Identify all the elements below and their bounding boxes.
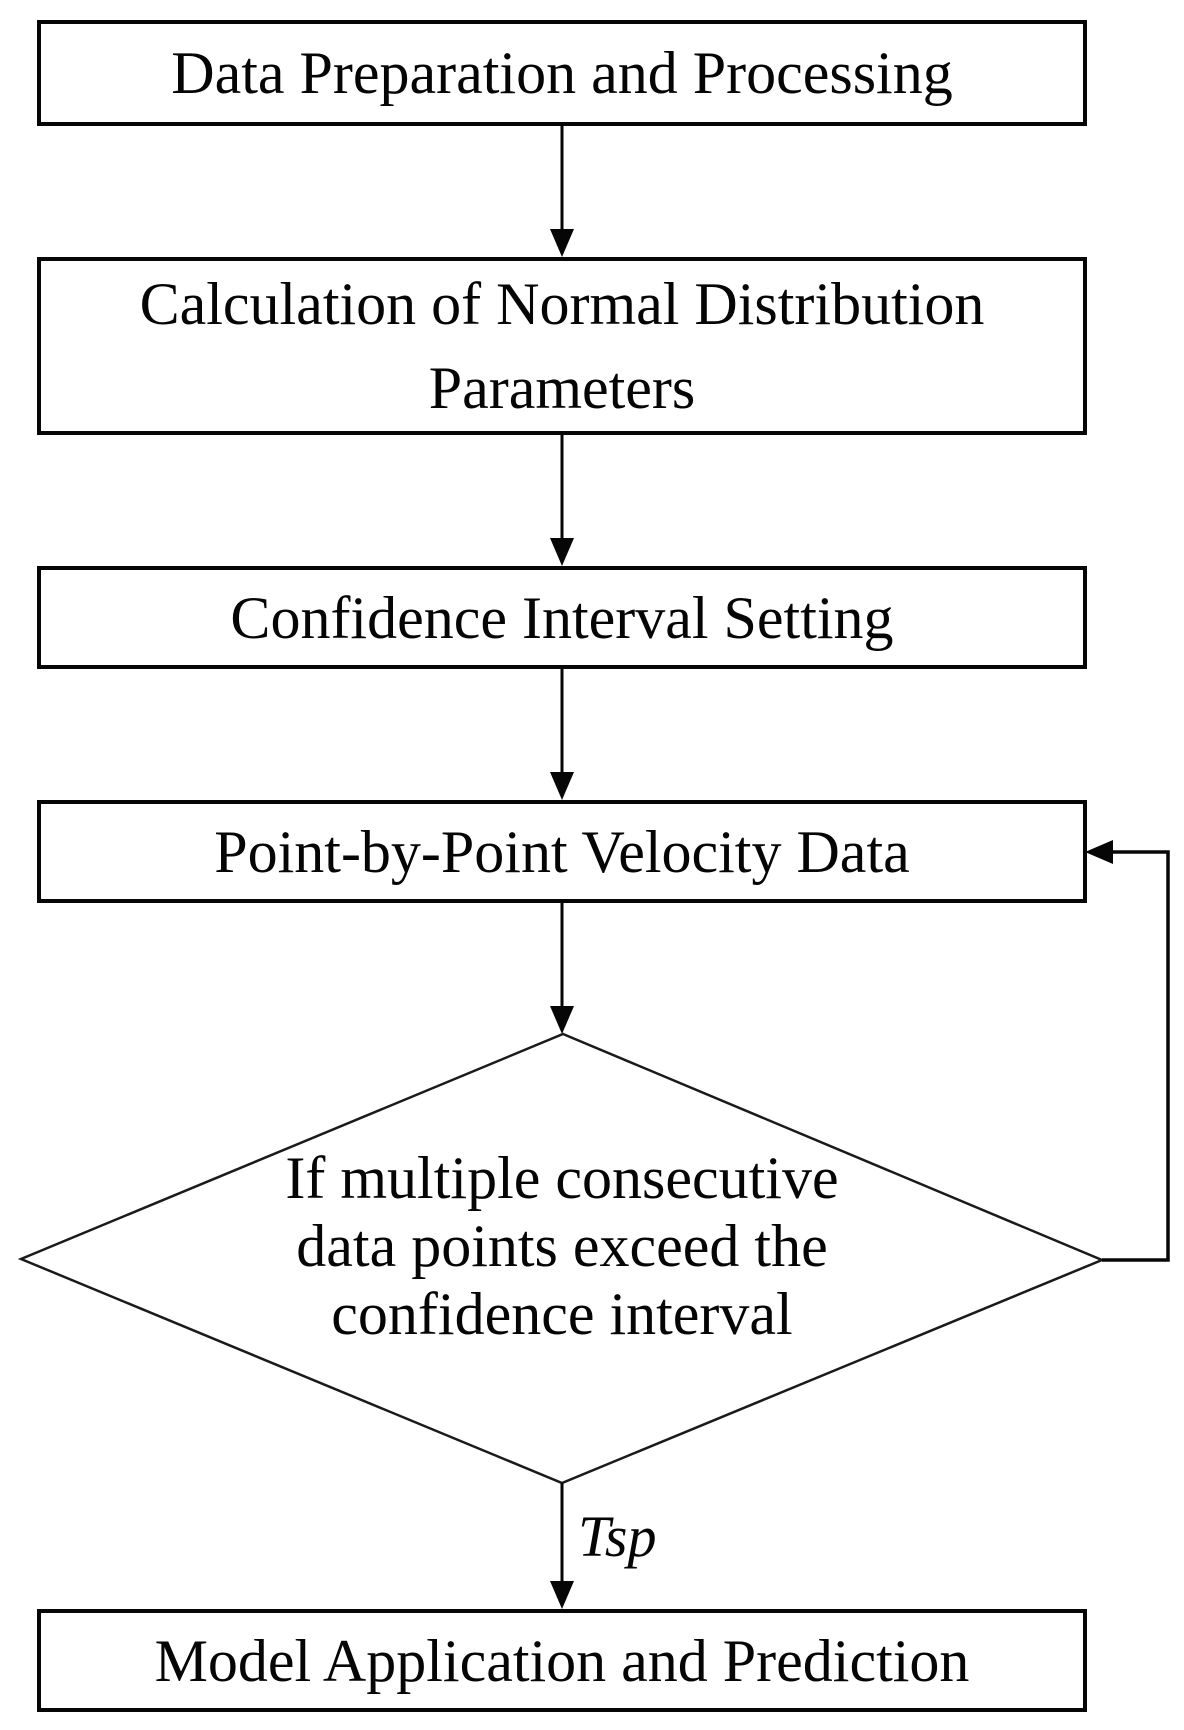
- arrowhead-down-icon: [550, 1006, 574, 1034]
- arrow-prep-to-calc: [550, 126, 574, 257]
- arrowhead-left-icon: [1085, 840, 1113, 864]
- node-label: Calculation of Normal Distribution Param…: [139, 271, 985, 421]
- arrow-confidence-to-velocity: [550, 669, 574, 800]
- node-label: Data Preparation and Processing: [171, 40, 953, 106]
- arrow-decision-to-model: [550, 1483, 574, 1609]
- arrowhead-down-icon: [550, 229, 574, 257]
- node-data-preparation: Data Preparation and Processing: [37, 20, 1087, 126]
- decision-diamond-label: If multiple consecutive data points exce…: [162, 1145, 962, 1348]
- decision-label-line: If multiple consecutive: [285, 1145, 839, 1211]
- arrowhead-down-icon: [550, 538, 574, 566]
- edge-label-tsp: Tsp: [578, 1504, 657, 1569]
- decision-label-line: data points exceed the: [296, 1212, 828, 1279]
- arrow-velocity-to-decision: [550, 903, 574, 1034]
- arrowhead-down-icon: [550, 772, 574, 800]
- decision-label-line: confidence interval: [331, 1280, 793, 1347]
- arrow-calc-to-confidence: [550, 435, 574, 566]
- node-confidence-interval-setting: Confidence Interval Setting: [37, 566, 1087, 669]
- node-label: Model Application and Prediction: [154, 1627, 970, 1694]
- node-point-by-point-velocity-data: Point-by-Point Velocity Data: [37, 800, 1087, 903]
- node-label: Point-by-Point Velocity Data: [214, 818, 910, 885]
- node-model-application-prediction: Model Application and Prediction: [37, 1609, 1087, 1712]
- arrowhead-down-icon: [550, 1581, 574, 1609]
- node-label: Confidence Interval Setting: [230, 584, 894, 651]
- feedback-arrow-decision-to-velocity: [1085, 840, 1170, 1262]
- node-normal-distribution-parameters: Calculation of Normal Distribution Param…: [37, 257, 1087, 435]
